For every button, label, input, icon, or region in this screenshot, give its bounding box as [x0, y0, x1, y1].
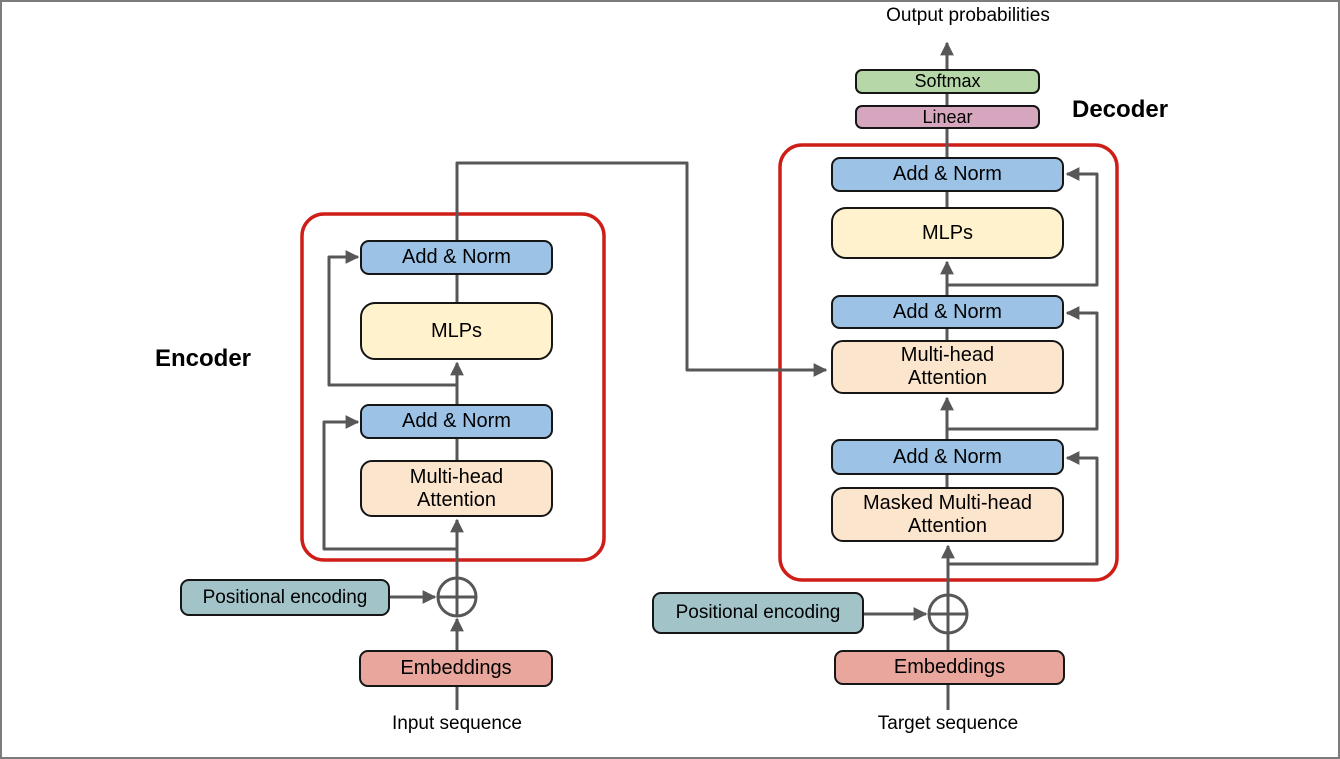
softmax-block: Softmax — [855, 69, 1040, 94]
linear-block: Linear — [855, 105, 1040, 129]
encoder-add-norm-top-block: Add & Norm — [360, 240, 553, 275]
encoder-embeddings-block: Embeddings — [359, 650, 553, 687]
decoder-add-norm-top-block: Add & Norm — [831, 157, 1064, 192]
circle-plus-icon — [436, 576, 478, 618]
encoder-mlps-block: MLPs — [360, 302, 553, 360]
decoder-residual-masked-attention — [948, 451, 1099, 566]
encoder-add-norm-bottom-block: Add & Norm — [360, 404, 553, 439]
output-probabilities-label: Output probabilities — [886, 5, 1050, 26]
decoder-add-norm-mid-block: Add & Norm — [831, 295, 1064, 329]
encoder-positional-encoding-block: Positional encoding — [180, 579, 390, 616]
encoder-residual-attention — [322, 415, 457, 551]
target-sequence-label: Target sequence — [877, 713, 1019, 734]
decoder-add-norm-bottom-block: Add & Norm — [831, 439, 1064, 475]
decoder-masked-multi-head-attention-block: Masked Multi-head Attention — [831, 487, 1064, 542]
decoder-embeddings-block: Embeddings — [834, 650, 1065, 685]
connector-lines — [322, 41, 1099, 710]
encoder-label: Encoder — [155, 345, 252, 372]
encoder-to-decoder-connector — [455, 161, 828, 377]
encoder-group-border — [300, 212, 606, 562]
circle-plus-icon — [927, 593, 969, 635]
encoder-multi-head-attention-block: Multi-head Attention — [360, 460, 553, 517]
input-sequence-label: Input sequence — [392, 713, 522, 734]
decoder-multi-head-attention-block: Multi-head Attention — [831, 340, 1064, 394]
decoder-residual-cross-attention — [947, 306, 1099, 431]
encoder-residual-mlp — [327, 250, 457, 387]
decoder-positional-encoding-block: Positional encoding — [652, 592, 864, 634]
decoder-residual-mlp — [947, 167, 1099, 287]
decoder-mlps-block: MLPs — [831, 207, 1064, 259]
decoder-label: Decoder — [1072, 96, 1169, 123]
